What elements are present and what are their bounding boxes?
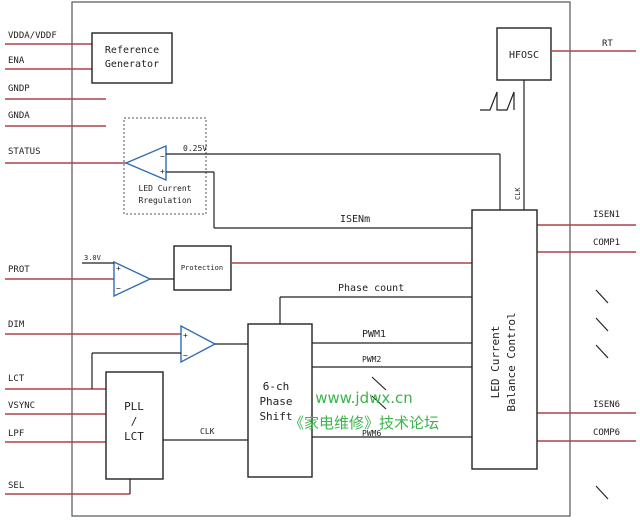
pwm1-label: PWM1 [362, 329, 386, 340]
ellipsis-slash [595, 485, 609, 500]
dim-comparator [180, 324, 217, 364]
isenm-label: ISENm [340, 214, 370, 225]
watermark-url: www.jdwx.cn [315, 389, 413, 407]
phase-count-label: Phase count [338, 283, 404, 294]
hfosc-label: HFOSC [509, 50, 539, 61]
pin-label-comp1: COMP1 [593, 238, 620, 248]
ellipsis-slash [595, 344, 609, 359]
pll-lct-block [105, 371, 164, 480]
watermark-text: 《家电维修》技术论坛 [289, 414, 439, 432]
pin-label-vsync: VSYNC [8, 401, 35, 411]
prot-plus-sign: + [116, 264, 121, 273]
pin-label-sel: SEL [8, 481, 24, 491]
pin-label-vdda: VDDA/VDDF [8, 31, 57, 41]
prot-minus-sign: − [116, 284, 121, 293]
phase-shift-block [247, 323, 313, 478]
pwm-ellipsis-slash [371, 376, 387, 391]
hfosc-block [496, 27, 552, 81]
led-current-regulation-box [123, 117, 207, 215]
pin-label-isen1: ISEN1 [593, 210, 620, 220]
pin-label-gnda: GNDA [8, 111, 30, 121]
clk-bottom-label: CLK [200, 427, 215, 436]
protection-block [173, 245, 232, 291]
pin-label-lct: LCT [8, 374, 25, 384]
protection-label: Protection [181, 264, 223, 272]
balance-control-label-1: LED Current [489, 326, 502, 399]
pin-label-comp6: COMP6 [593, 428, 620, 438]
clk-top-label: CLK [514, 187, 522, 200]
v025-label: 0.25V [183, 144, 207, 153]
ellipsis-slash [595, 289, 609, 304]
balance-control-label-2: Balance Control [505, 312, 518, 411]
pin-label-dim: DIM [8, 320, 25, 330]
pin-label-prot: PROT [8, 265, 30, 275]
pin-label-ena: ENA [8, 56, 25, 66]
amp-minus-sign: − [160, 152, 165, 161]
reference-generator-label-2: Generator [105, 59, 159, 70]
pll-label-2: / [131, 415, 138, 428]
status-amplifier [124, 144, 167, 182]
sawtooth-waveform-icon [480, 91, 515, 111]
pwm-ellipsis-slash [371, 395, 387, 410]
pll-label-3: LCT [124, 430, 144, 443]
prot-comparator [113, 260, 152, 298]
pwm6-label: PWM6 [362, 429, 381, 438]
led-regulation-label-1: LED Current [139, 184, 192, 193]
phase-shift-label-2: Phase [259, 395, 292, 408]
pin-label-status: STATUS [8, 147, 41, 157]
pin-label-rt: RT [602, 39, 613, 49]
v30-label: 3.0V [84, 254, 102, 262]
chip-outline [71, 1, 571, 517]
phase-shift-label-3: Shift [259, 410, 292, 423]
phase-shift-label-1: 6-ch [263, 380, 290, 393]
dim-plus-sign: + [183, 331, 188, 340]
pwm2-label: PWM2 [362, 355, 381, 364]
pll-label-1: PLL [124, 400, 144, 413]
reference-generator-block [91, 32, 173, 84]
reference-generator-label-1: Reference [105, 45, 159, 56]
amp-plus-sign: + [160, 167, 165, 176]
balance-control-block [471, 209, 538, 470]
ellipsis-slash [595, 317, 609, 332]
pin-label-lpf: LPF [8, 429, 24, 439]
pin-label-isen6: ISEN6 [593, 400, 620, 410]
dim-minus-sign: − [183, 351, 188, 360]
pin-label-gndp: GNDP [8, 84, 30, 94]
led-regulation-label-2: Rregulation [139, 196, 192, 205]
